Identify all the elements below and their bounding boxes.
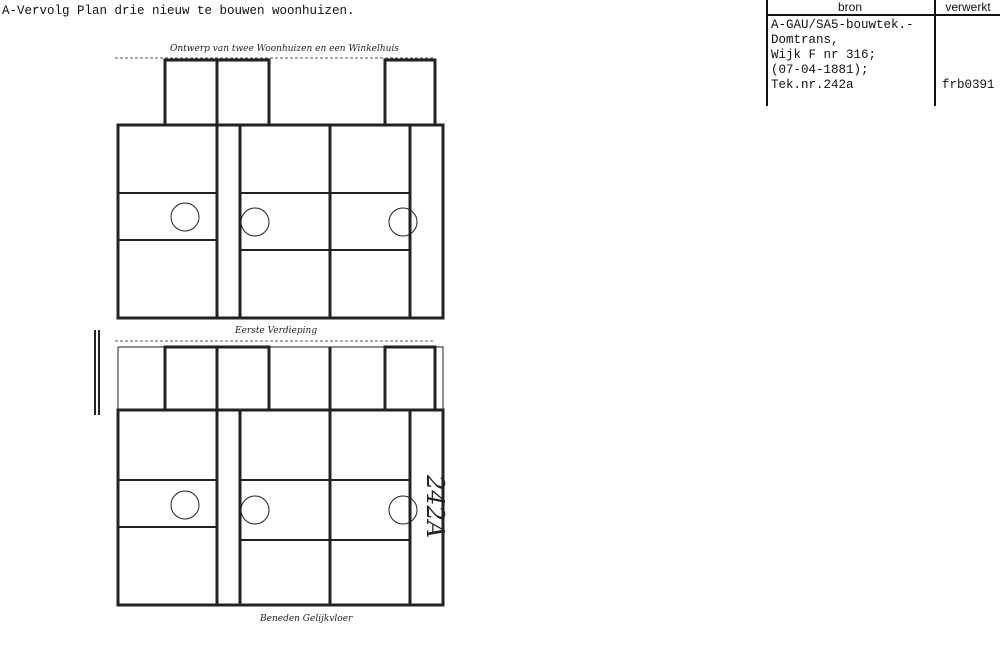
bron-line: A-GAU/SA5-bouwtek.- xyxy=(771,18,914,32)
sheet-number: 242A xyxy=(421,474,449,538)
document-title: A-Vervolg Plan drie nieuw te bouwen woon… xyxy=(2,4,355,18)
header-verwerkt: verwerkt xyxy=(945,0,991,14)
ground-floor-plan xyxy=(94,330,445,607)
bron-line: (07-04-1881); xyxy=(771,63,869,77)
upper-floor-plan xyxy=(116,58,445,320)
bron-line: Wijk F nr 316; xyxy=(771,48,877,62)
source-table: bron verwerkt A-GAU/SA5-bouwtek.-Domtran… xyxy=(766,0,1000,106)
bron-line: Domtrans, xyxy=(771,33,839,47)
bron-cell: A-GAU/SA5-bouwtek.-Domtrans,Wijk F nr 31… xyxy=(771,18,914,93)
source-table-header: bron verwerkt xyxy=(766,0,1000,16)
upper-floor-label: Eerste Verdieping xyxy=(234,326,317,336)
bron-line: Tek.nr.242a xyxy=(771,78,854,92)
drawing-heading: Ontwerp van twee Woonhuizen en een Winke… xyxy=(170,44,399,54)
table-divider xyxy=(766,0,768,106)
table-divider xyxy=(934,0,936,106)
floor-plan-drawing: Ontwerp van twee Woonhuizen en een Winke… xyxy=(94,44,449,624)
verwerkt-cell: frb0391 xyxy=(942,78,995,92)
header-bron: bron xyxy=(837,0,863,14)
ground-floor-label: Beneden Gelijkvloer xyxy=(259,614,353,624)
